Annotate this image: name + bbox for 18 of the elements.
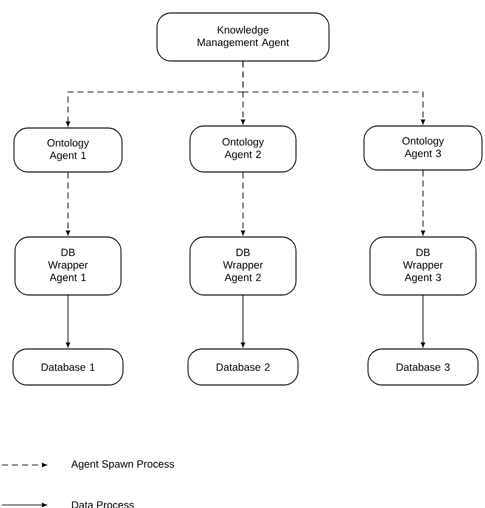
agent-box: DB Wrapper Agent 3 [370, 236, 476, 296]
agent-box: Ontology Agent 1 [14, 128, 122, 172]
arrow [66, 295, 70, 348]
arrow [240, 172, 246, 236]
arrow [420, 295, 426, 348]
agent-box: DB Wrapper Agent 2 [190, 236, 296, 296]
agent-box: Database 1 [12, 348, 124, 386]
agent-box: Database 3 [368, 348, 478, 386]
agent-box: Ontology Agent 2 [190, 126, 296, 172]
arrow [242, 61, 426, 124]
agent-box: DB Wrapper Agent 1 [14, 236, 122, 296]
agent-box: Ontology Agent 3 [364, 126, 482, 170]
legend-text: Agent Spawn Process [71, 460, 174, 470]
agent-box: Database 2 [188, 348, 298, 386]
agent-box: Knowledge Management Agent [156, 12, 330, 62]
arrow [240, 295, 246, 348]
arrow [66, 172, 70, 236]
arrow [420, 170, 426, 236]
